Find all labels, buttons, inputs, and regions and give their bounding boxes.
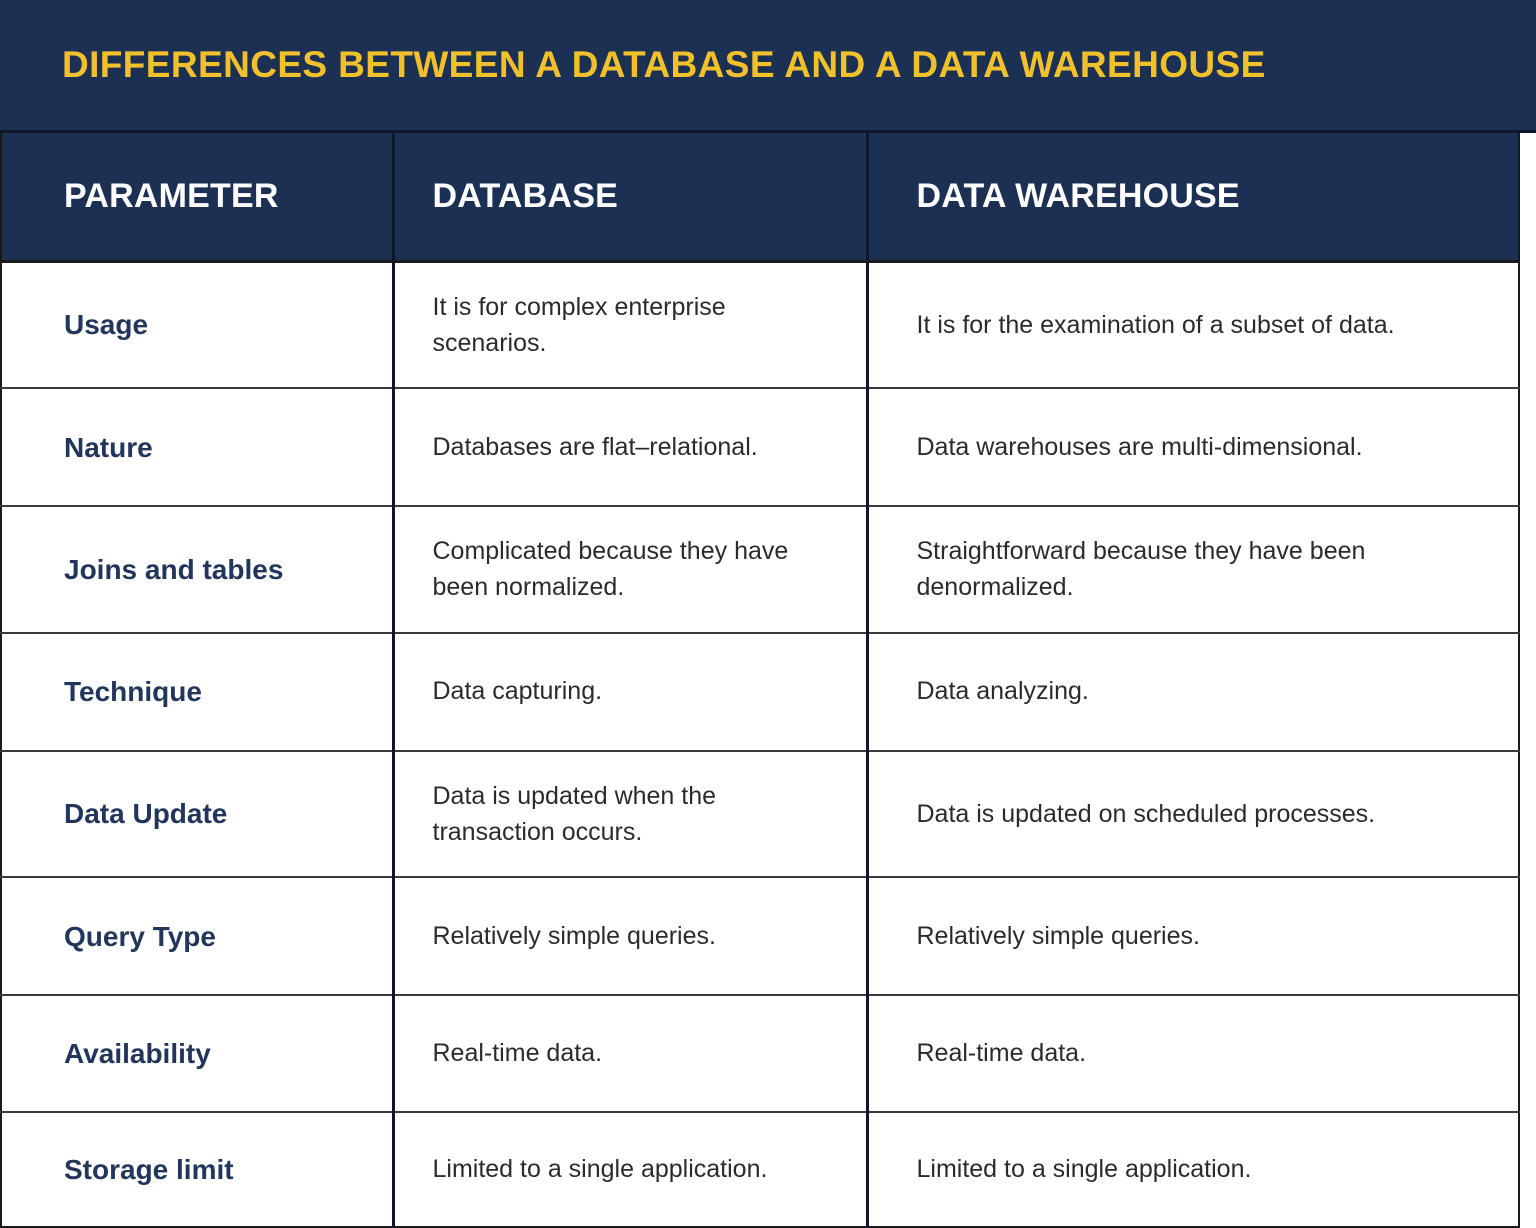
row-database-value: Databases are flat–relational. — [393, 388, 869, 507]
table-body: Usage It is for complex enterprise scena… — [1, 261, 1519, 1228]
row-data-warehouse-value: Real-time data. — [867, 995, 1519, 1113]
row-database-value: Complicated because they have been norma… — [393, 506, 869, 634]
column-header-parameter: PARAMETER — [1, 133, 395, 263]
row-parameter-label: Availability — [1, 995, 395, 1113]
row-data-warehouse-value: It is for the examination of a subset of… — [867, 261, 1519, 389]
row-parameter-label: Query Type — [1, 877, 395, 996]
row-database-value: Real-time data. — [393, 995, 869, 1113]
column-header-database: DATABASE — [393, 133, 869, 263]
row-data-warehouse-value: Data is updated on scheduled processes. — [867, 750, 1519, 878]
column-header-data-warehouse: DATA WAREHOUSE — [867, 133, 1519, 263]
row-data-warehouse-value: Limited to a single application. — [867, 1112, 1519, 1228]
table-row: Nature Databases are flat–relational. Da… — [1, 388, 1519, 507]
row-parameter-label: Usage — [1, 261, 395, 389]
table-row: Availability Real-time data. Real-time d… — [1, 995, 1519, 1113]
table-row: Data Update Data is updated when the tra… — [1, 750, 1519, 878]
row-parameter-label: Storage limit — [1, 1112, 395, 1228]
table-header-row: PARAMETER DATABASE DATA WAREHOUSE — [1, 133, 1519, 263]
comparison-table: PARAMETER DATABASE DATA WAREHOUSE Usage … — [0, 133, 1520, 1228]
table-row: Technique Data capturing. Data analyzing… — [1, 632, 1519, 752]
row-database-value: Relatively simple queries. — [393, 877, 869, 996]
table-header: PARAMETER DATABASE DATA WAREHOUSE — [1, 133, 1519, 263]
title-banner: DIFFERENCES BETWEEN A DATABASE AND A DAT… — [0, 0, 1536, 133]
table-row: Query Type Relatively simple queries. Re… — [1, 877, 1519, 996]
table-row: Usage It is for complex enterprise scena… — [1, 261, 1519, 389]
row-database-value: Data capturing. — [393, 632, 869, 752]
row-parameter-label: Nature — [1, 388, 395, 507]
table-row: Joins and tables Complicated because the… — [1, 506, 1519, 634]
row-database-value: Limited to a single application. — [393, 1112, 869, 1228]
row-data-warehouse-value: Relatively simple queries. — [867, 877, 1519, 996]
row-database-value: It is for complex enterprise scenarios. — [393, 261, 869, 389]
page-title: DIFFERENCES BETWEEN A DATABASE AND A DAT… — [62, 43, 1266, 85]
row-data-warehouse-value: Straightforward because they have been d… — [867, 506, 1519, 634]
row-database-value: Data is updated when the transaction occ… — [393, 750, 869, 878]
row-parameter-label: Joins and tables — [1, 506, 395, 634]
row-parameter-label: Data Update — [1, 750, 395, 878]
row-data-warehouse-value: Data warehouses are multi-dimensional. — [867, 388, 1519, 507]
row-data-warehouse-value: Data analyzing. — [867, 632, 1519, 752]
table-row: Storage limit Limited to a single applic… — [1, 1112, 1519, 1228]
row-parameter-label: Technique — [1, 632, 395, 752]
